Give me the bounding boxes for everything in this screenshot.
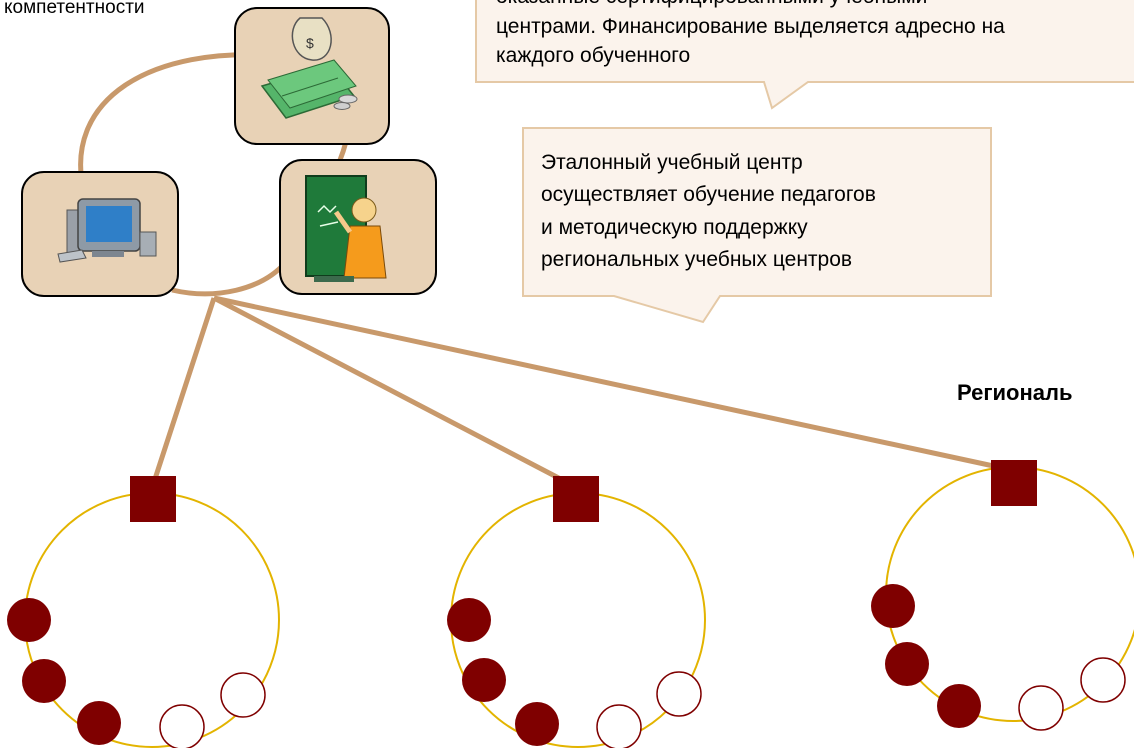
connector-to-cluster-2 <box>212 295 576 489</box>
cluster-hub-node <box>553 476 599 522</box>
tile-ring-connector-lower <box>171 260 288 297</box>
center-callout-line-2: осуществляет обучение педагогов <box>541 183 876 206</box>
teacher-icon <box>305 175 387 282</box>
connector-to-cluster-1 <box>151 297 217 483</box>
funding-callout-line-2: центрами. Финансирование выделяется адре… <box>496 15 1005 38</box>
center-callout-line-3: и методическую поддержку <box>541 216 808 239</box>
center-callout <box>522 127 992 324</box>
open-node <box>1018 685 1064 731</box>
filled-node <box>77 701 121 745</box>
regional-heading: Региональ <box>957 380 1073 405</box>
filled-node <box>22 659 66 703</box>
money-icon: $ <box>260 17 358 119</box>
filled-node <box>515 702 559 746</box>
center-callout-line-4: региональных учебных центров <box>541 248 853 271</box>
cluster-hub-node <box>991 460 1037 506</box>
regional-cluster-2 <box>447 476 706 748</box>
open-node <box>596 704 642 748</box>
svg-text:$: $ <box>306 35 314 51</box>
center-callout-line-1: Эталонный учебный центр <box>541 151 803 174</box>
open-node <box>220 672 266 718</box>
cluster-hub-node <box>130 476 176 522</box>
computer-icon <box>57 198 157 263</box>
filled-node <box>871 584 915 628</box>
filled-node <box>7 598 51 642</box>
filled-node <box>462 658 506 702</box>
funding-callout <box>475 0 1134 110</box>
top-left-fragment: компетентности <box>4 0 145 18</box>
regional-cluster-3 <box>871 460 1134 731</box>
open-node <box>159 704 205 748</box>
filled-node <box>937 684 981 728</box>
connector-to-cluster-3 <box>213 295 1013 473</box>
open-node <box>1080 657 1126 703</box>
regional-cluster-1 <box>7 476 280 748</box>
filled-node <box>447 598 491 642</box>
funding-callout-line-3: каждого обученного <box>496 44 691 67</box>
funding-callout-line-1: оказанные сертифицированными учебными <box>496 0 927 10</box>
filled-node <box>885 642 929 686</box>
open-node <box>656 671 702 717</box>
